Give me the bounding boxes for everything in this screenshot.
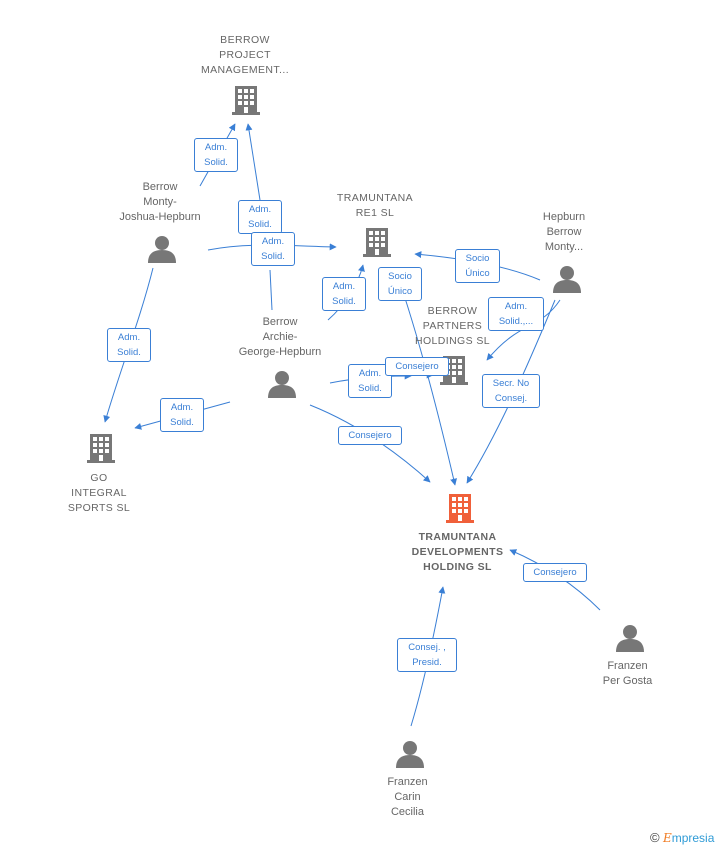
tramuntana-re1-building-icon (363, 228, 391, 257)
node-franzen-per-label[interactable]: Franzen Per Gosta (602, 660, 653, 687)
edge-label-consej-presid[interactable]: Consej. , Presid. (397, 638, 457, 672)
berrow-monty-joshua-person-icon (148, 236, 176, 263)
node-tramuntana-re1-label[interactable]: TRAMUNTANA RE1 SL (336, 192, 414, 219)
node-berrow-monty-joshua-label[interactable]: Berrow Monty- Joshua-Hepburn (119, 181, 201, 223)
franzen-carin-person-icon (396, 741, 424, 768)
edge-label-consejero[interactable]: Consejero (523, 563, 587, 582)
edge-label-consejero[interactable]: Consejero (385, 357, 449, 376)
edge-label-adm-solid[interactable]: Adm. Solid. (251, 232, 295, 266)
edge-line (269, 269, 273, 311)
berrow-archie-person-icon (268, 371, 296, 398)
edge-label-consejero[interactable]: Consejero (338, 426, 402, 445)
franzen-per-person-icon (616, 625, 644, 652)
copyright-symbol: © (650, 830, 660, 845)
node-tramuntana-dev-label[interactable]: TRAMUNTANA DEVELOPMENTS HOLDING SL (411, 531, 504, 573)
brand-initial: E (662, 831, 672, 845)
node-hepburn-berrow-monty-label[interactable]: Hepburn Berrow Monty... (542, 211, 586, 253)
edge-label-adm-solid[interactable]: Adm. Solid. (194, 138, 238, 172)
hepburn-berrow-monty-person-icon (553, 266, 581, 293)
edge-label-adm-solid[interactable]: Adm. Solid. (160, 398, 204, 432)
node-berrow-archie-label[interactable]: Berrow Archie- George-Hepburn (238, 316, 322, 358)
node-berrow-project-label[interactable]: BERROW PROJECT MANAGEMENT... (200, 34, 290, 76)
edge-label-socio-unico[interactable]: Socio Único (455, 249, 500, 283)
brand-name: mpresia (671, 831, 715, 845)
edge-label-adm-solid[interactable]: Adm. Solid. (322, 277, 366, 311)
edge-label-secr-no-consej[interactable]: Secr. No Consej. (482, 374, 540, 408)
edge-label-adm-solid[interactable]: Adm. Solid. (107, 328, 151, 362)
edge-label-adm-solid[interactable]: Adm. Solid. (238, 200, 282, 234)
go-integral-building-icon (87, 434, 115, 463)
node-franzen-carin-label[interactable]: Franzen Carin Cecilia (387, 776, 428, 818)
node-berrow-partners-label[interactable]: BERROW PARTNERS HOLDINGS SL (414, 305, 490, 347)
edge-label-adm-solid[interactable]: Adm. Solid. (348, 364, 392, 398)
edge-label-adm-solid-etc[interactable]: Adm. Solid.,... (488, 297, 544, 331)
node-go-integral-label[interactable]: GO INTEGRAL SPORTS SL (67, 472, 131, 514)
edge-line (245, 123, 261, 201)
empresia-watermark: © Empresia (650, 830, 714, 845)
berrow-project-building-icon (232, 86, 260, 115)
tramuntana-dev-building-icon (446, 494, 474, 523)
edge-label-socio-unico[interactable]: Socio Único (378, 267, 422, 301)
